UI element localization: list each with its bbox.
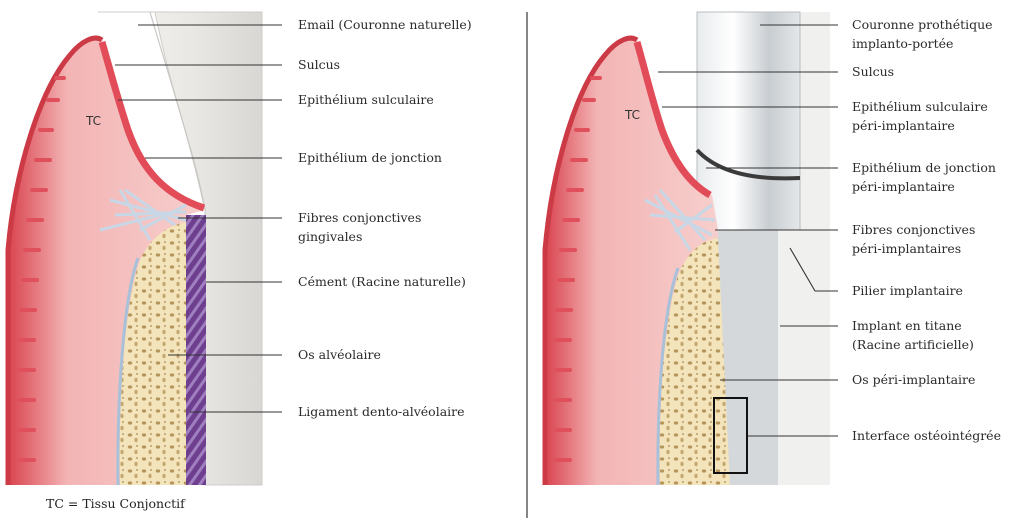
left-structure-label: Cément (Racine naturelle) <box>298 272 466 291</box>
right-structure-label: Os péri-implantaire <box>852 370 975 389</box>
left-structure-label: Email (Couronne naturelle) <box>298 15 472 34</box>
left-structure-label: Os alvéolaire <box>298 345 381 364</box>
left-structure-label: Sulcus <box>298 55 340 74</box>
right-structure-label: Implant en titane(Racine artificielle) <box>852 316 974 354</box>
left-structure-label: Ligament dento-alvéolaire <box>298 402 465 421</box>
left-structure-label: Epithélium sulculaire <box>298 90 434 109</box>
right-structure-label: Sulcus <box>852 62 894 81</box>
left-structure-label: Epithélium de jonction <box>298 148 442 167</box>
implant-figure <box>545 12 830 485</box>
footnote: TC = Tissu Conjonctif <box>46 496 185 511</box>
left-tc-label: TC <box>86 114 101 128</box>
right-tc-label: TC <box>625 108 640 122</box>
right-structure-label: Pilier implantaire <box>852 281 963 300</box>
natural-tooth-figure <box>8 12 262 485</box>
right-structure-label: Interface ostéointégrée <box>852 426 1001 445</box>
